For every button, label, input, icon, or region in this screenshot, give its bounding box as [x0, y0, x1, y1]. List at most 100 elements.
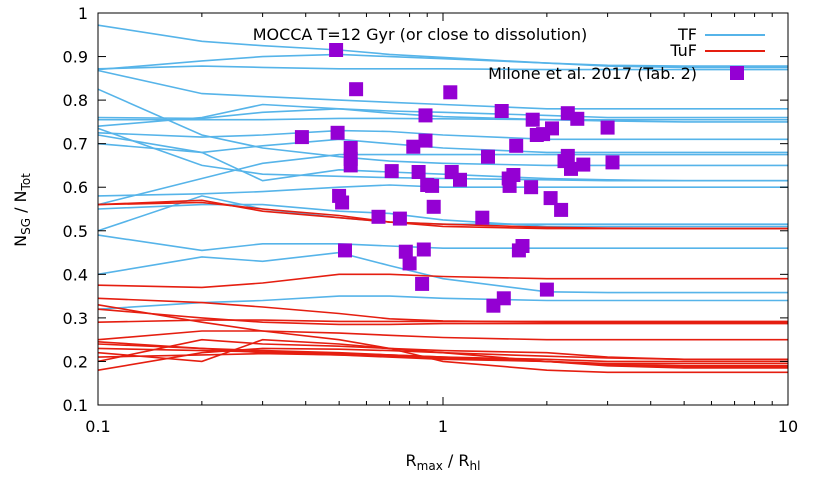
observation-marker-1 — [329, 43, 344, 57]
series-line-tf-16 — [97, 234, 788, 252]
y-axis-label: NSG / NTot — [11, 173, 33, 247]
series-line-tf-0 — [97, 24, 788, 67]
series-line-tuf-33 — [97, 352, 788, 368]
y-axis-label-sub: SG — [19, 218, 33, 235]
observation-marker-42 — [539, 282, 554, 297]
observation-marker-49 — [564, 161, 578, 176]
observation-marker-35 — [509, 138, 524, 153]
y-axis-label-base: N — [11, 235, 30, 247]
observation-marker-10 — [371, 209, 386, 224]
observation-marker-18 — [416, 242, 431, 257]
series-line-tuf-21 — [97, 273, 788, 289]
series-line-tf-6 — [98, 117, 788, 121]
y-tick-label-8: 0.9 — [63, 48, 88, 67]
observation-marker-0 — [294, 130, 309, 145]
observation-marker-39 — [525, 112, 540, 127]
y-tick-label-1: 0.2 — [63, 352, 88, 371]
observation-marker-30 — [494, 104, 509, 118]
series-line-tf-3 — [97, 69, 788, 110]
y-axis-label-sep: / — [11, 202, 30, 218]
observation-marker-20 — [418, 133, 433, 148]
observation-marker-4 — [335, 195, 350, 210]
observation-marker-34 — [506, 168, 521, 182]
legend-swatch-milone — [730, 66, 744, 80]
observation-marker-31 — [496, 291, 511, 306]
x-tick-label-1: 1 — [438, 417, 448, 436]
series-line-tf-1 — [97, 53, 788, 71]
y-axis-label-base2: N — [11, 190, 30, 202]
observation-marker-52 — [600, 120, 615, 135]
observation-marker-26 — [453, 172, 467, 187]
y-tick-label-3: 0.4 — [63, 265, 88, 284]
observation-marker-53 — [605, 155, 620, 170]
series-line-tf-18 — [97, 295, 788, 310]
y-tick-label-0: 0.1 — [63, 396, 88, 415]
series-line-tf-13 — [97, 184, 788, 197]
series-line-tf-7 — [97, 103, 788, 127]
series-line-tuf-26 — [97, 319, 788, 323]
legend: TF TuF Milone et al. 2017 (Tab. 2) — [488, 25, 765, 83]
x-axis-label-base2: R — [458, 451, 469, 470]
series-line-tuf-25 — [97, 330, 788, 341]
legend-label-tuf: TuF — [669, 41, 697, 60]
observation-marker-17 — [415, 276, 430, 291]
observation-marker-15 — [406, 139, 421, 154]
series-line-tf-12 — [97, 153, 788, 206]
series-line-tuf-27 — [97, 338, 788, 369]
observation-marker-28 — [481, 149, 495, 164]
y-tick-label-5: 0.6 — [63, 178, 88, 197]
series-line-tf-17 — [97, 251, 788, 294]
observation-marker-5 — [338, 243, 352, 258]
axis-layer — [97, 12, 789, 406]
x-axis-label-base: R — [406, 451, 417, 470]
observation-marker-51 — [576, 157, 591, 172]
x-tick-label-2: 10 — [778, 417, 798, 436]
series-line-tf-9 — [97, 129, 788, 141]
observation-marker-33 — [502, 178, 517, 193]
y-tick-label-4: 0.5 — [63, 222, 88, 241]
series-line-tuf-24 — [97, 304, 788, 374]
x-axis-label-sub: max — [417, 459, 443, 473]
legend-label-milone: Milone et al. 2017 (Tab. 2) — [488, 64, 697, 83]
series-line-tf-5 — [97, 107, 788, 120]
observation-marker-14 — [402, 256, 417, 271]
observation-marker-11 — [384, 164, 399, 179]
observation-marker-48 — [560, 148, 575, 163]
y-tick-label-9: 1 — [78, 4, 88, 23]
y-tick-label-7: 0.8 — [63, 91, 88, 110]
observation-marker-44 — [545, 121, 559, 136]
observation-marker-6 — [343, 141, 358, 155]
chart-title: MOCCA T=12 Gyr (or close to dissolution) — [253, 25, 588, 44]
observation-marker-38 — [524, 180, 539, 195]
observation-marker-45 — [554, 202, 569, 217]
observation-marker-19 — [418, 108, 433, 123]
series-line-tuf-22 — [97, 297, 788, 324]
x-axis-label-sep: / — [443, 451, 459, 470]
series-line-tf-2 — [97, 65, 788, 71]
observation-marker-27 — [475, 210, 490, 225]
observation-marker-8 — [343, 158, 358, 173]
marker-layer — [294, 43, 620, 313]
tick-label-layer: 0.1 0.2 0.3 0.4 0.5 0.6 0.7 0.8 0.9 1 0.1 1 10 — [63, 4, 799, 436]
observation-marker-22 — [425, 178, 440, 193]
observation-marker-43 — [543, 191, 558, 206]
observation-marker-24 — [443, 85, 458, 100]
series-line-tf-4 — [97, 88, 788, 167]
observation-marker-37 — [515, 239, 530, 253]
y-tick-label-6: 0.7 — [63, 135, 88, 154]
observation-marker-13 — [398, 244, 413, 259]
series-line-tuf-20 — [97, 199, 788, 230]
observation-marker-12 — [392, 211, 407, 226]
observation-marker-2 — [330, 125, 345, 140]
y-axis-label-sub2: Tot — [19, 173, 33, 192]
x-axis-label: Rmax / Rhl — [406, 451, 481, 473]
observation-marker-9 — [349, 82, 364, 97]
x-axis-label-sub2: hl — [470, 459, 481, 473]
observation-marker-23 — [426, 199, 441, 214]
observation-marker-50 — [570, 111, 585, 126]
legend-label-tf: TF — [677, 25, 697, 44]
observation-marker-16 — [411, 165, 426, 179]
y-tick-label-2: 0.3 — [63, 309, 88, 328]
x-tick-label-0: 0.1 — [85, 417, 110, 436]
